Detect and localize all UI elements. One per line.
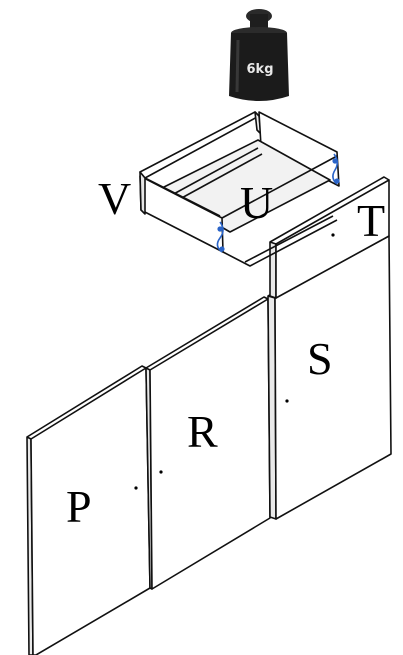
drawer-box: [139, 111, 340, 267]
panel-t-edge: [269, 241, 277, 299]
panel-r: [145, 296, 271, 590]
label-r: R: [187, 406, 218, 457]
label-v: V: [98, 173, 131, 224]
drawer-right-side: [258, 111, 340, 187]
label-u: U: [240, 177, 273, 228]
panel-r-face: [149, 298, 271, 590]
panel-p-edge: [26, 436, 34, 655]
panel-p: [26, 365, 151, 655]
panel-r-hole: [159, 470, 163, 474]
weight-label: 6kg: [247, 62, 274, 77]
panel-t-face: [275, 179, 390, 299]
panel-t-hole: [331, 233, 335, 237]
panel-t: [269, 176, 390, 299]
label-s: S: [307, 333, 333, 384]
panel-p-face: [30, 367, 151, 655]
panel-s-hole: [285, 399, 289, 403]
weight-6kg: 6kg: [229, 9, 289, 101]
panel-p-hole: [134, 486, 138, 490]
panel-s: [267, 232, 392, 520]
drawer-fasteners: [216, 153, 340, 253]
label-p: P: [66, 481, 92, 532]
label-t: T: [357, 195, 385, 246]
